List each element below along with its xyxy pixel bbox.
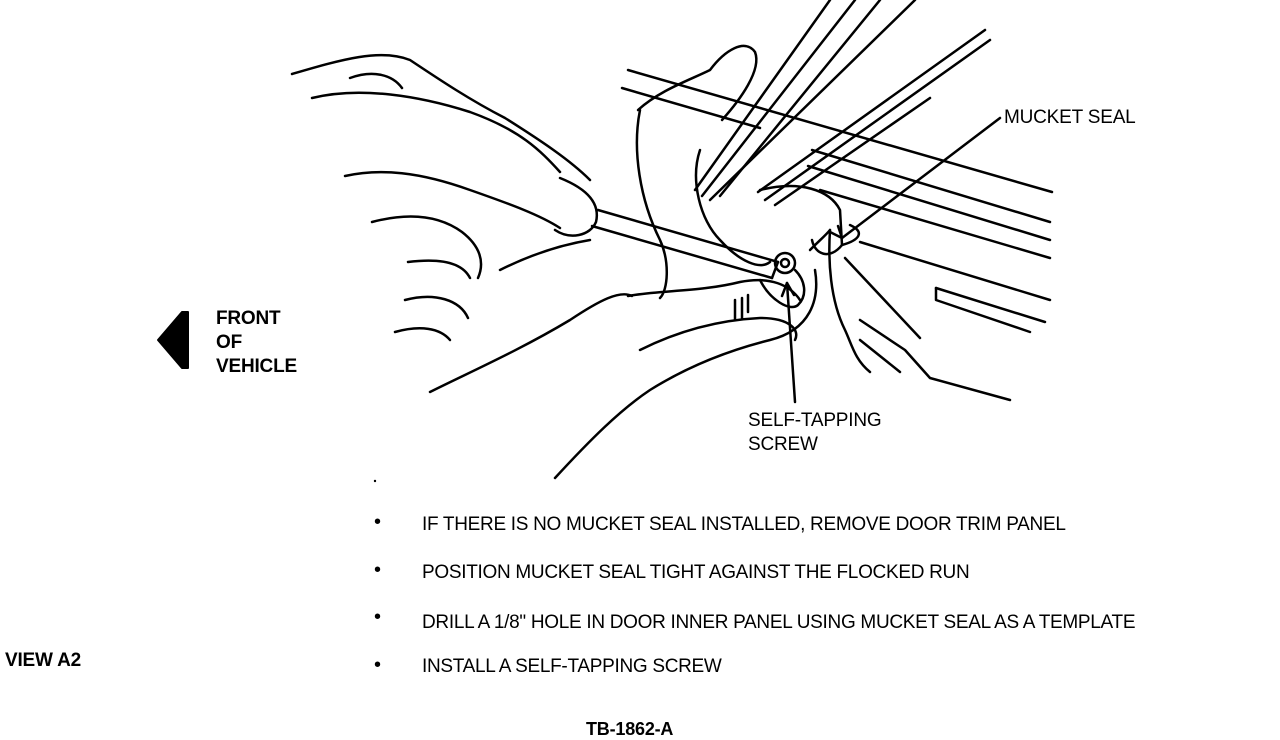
figure-code: TB-1862-A	[586, 719, 674, 739]
screw	[773, 251, 797, 275]
step-4: INSTALL A SELF-TAPPING SCREW	[422, 656, 722, 677]
step-2: POSITION MUCKET SEAL TIGHT AGAINST THE F…	[422, 562, 970, 583]
mucket-seal-label: MUCKET SEAL	[1004, 107, 1136, 128]
front-arrow-icon	[157, 311, 189, 369]
step-4-bullet: •	[374, 654, 382, 676]
screw-label-line2: SCREW	[748, 434, 818, 455]
step-1-bullet: •	[374, 511, 382, 533]
front-label-line3: VEHICLE	[216, 356, 297, 377]
screw-leader	[785, 281, 797, 404]
step-3-bullet: •	[374, 606, 382, 628]
mucket-seal-leader	[840, 116, 1002, 240]
step-3: DRILL A 1/8" HOLE IN DOOR INNER PANEL US…	[422, 612, 1136, 633]
right-hand	[553, 44, 832, 480]
leader-lines	[780, 116, 1002, 404]
step-1: IF THERE IS NO MUCKET SEAL INSTALLED, RE…	[422, 514, 1066, 535]
front-label-line2: OF	[216, 332, 242, 353]
window-glass	[693, 0, 992, 207]
mucket-seal	[758, 184, 872, 374]
view-label: VIEW A2	[5, 650, 82, 671]
screwdriver	[553, 176, 780, 280]
screw-label-line1: SELF-TAPPING	[748, 410, 882, 431]
left-hand	[290, 53, 634, 394]
front-label-line1: FRONT	[216, 308, 281, 329]
step-2-bullet: •	[374, 559, 382, 581]
door-frame-rails	[620, 68, 1054, 402]
